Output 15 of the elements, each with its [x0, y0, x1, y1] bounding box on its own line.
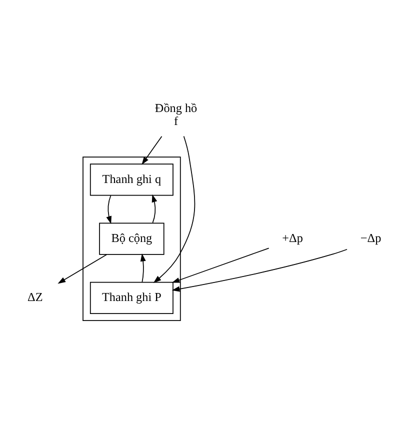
arrow [152, 194, 158, 223]
node-text: −Δp [360, 230, 382, 245]
node-text: +Δp [282, 230, 303, 245]
arrow [106, 194, 112, 224]
arrow [172, 247, 270, 282]
arrow [58, 254, 108, 284]
arrow [153, 135, 196, 282]
node-box: Thanh ghi P [90, 281, 174, 314]
node-box: Thanh ghi q [90, 163, 174, 196]
arrow [172, 248, 348, 292]
node-text: Đồng hồ f [154, 100, 198, 128]
node-box: Bộ cộng [99, 222, 164, 254]
node-text: ΔZ [28, 290, 43, 304]
arrow [142, 135, 162, 164]
arrow [140, 252, 146, 282]
